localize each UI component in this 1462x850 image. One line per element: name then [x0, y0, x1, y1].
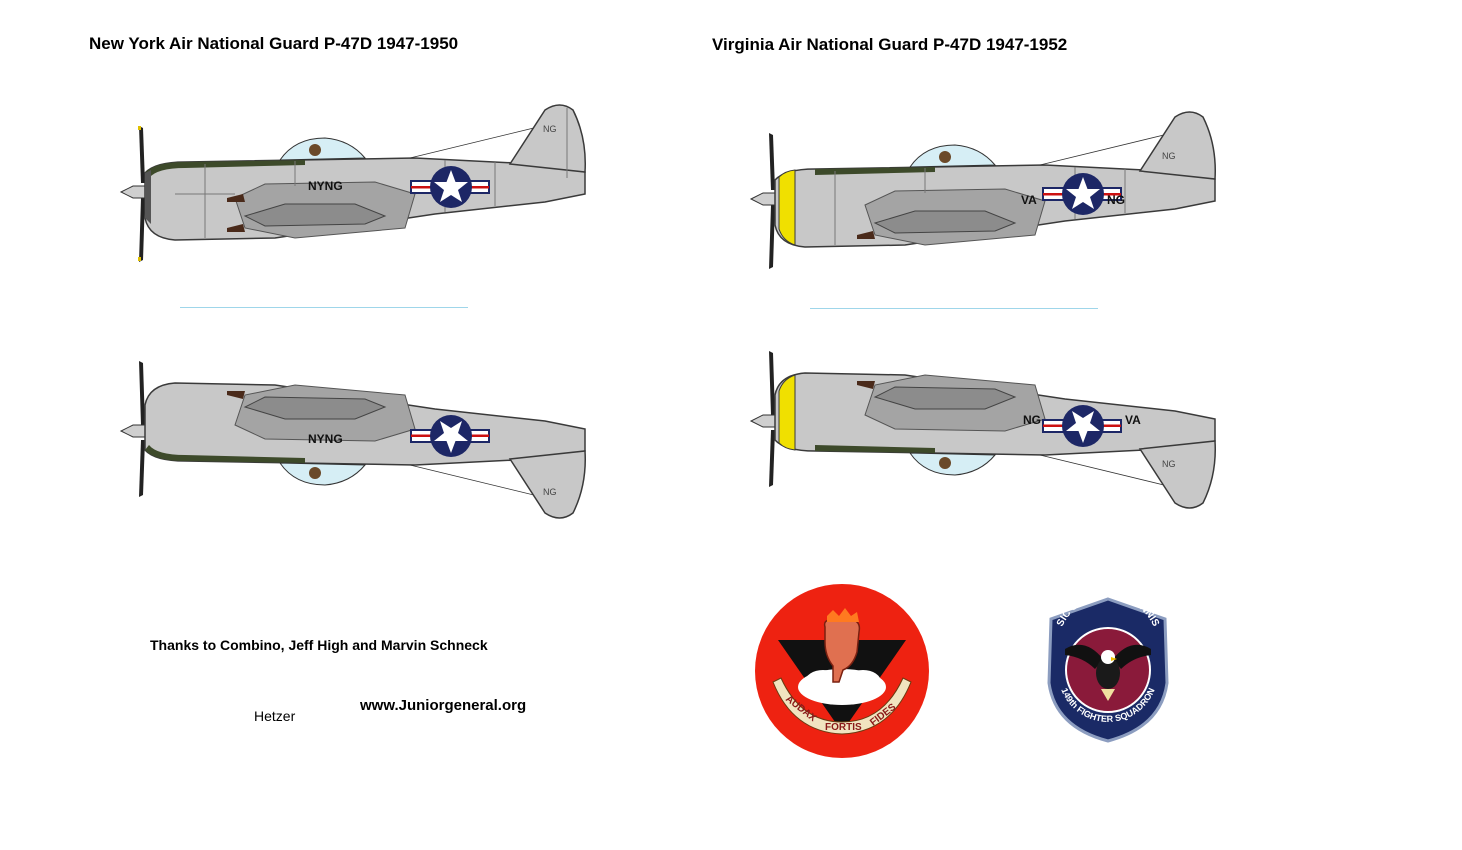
- author-text: Hetzer: [254, 708, 296, 724]
- ny-p47d-left-profile: NYNG NG: [119, 104, 586, 262]
- title-virginia: Virginia Air National Guard P-47D 1947-1…: [712, 35, 1068, 54]
- divider-left: [180, 307, 468, 308]
- fuselage-code-va: VA: [1021, 193, 1037, 207]
- tail-code-va-mirrored: NG: [1162, 459, 1176, 469]
- divider-right: [810, 308, 1098, 309]
- tail-fin: [508, 104, 586, 173]
- va-unit-patch: AUDAX FORTIS FIDES: [755, 584, 929, 758]
- fuselage-code-nyng-mirrored: NYNG: [308, 432, 343, 446]
- 149th-fighter-squadron-patch: SIC SEMPER TYRANNIS 149th FIGHTER SQUADR…: [1047, 597, 1169, 743]
- va-p47d-left-profile: VA NG NG: [749, 111, 1216, 269]
- fuselage-code-nyng: NYNG: [308, 179, 343, 193]
- ny-p47d-right-profile: NYNG NG: [119, 361, 586, 519]
- va-p47d-right-profile: NG VA NG: [749, 351, 1216, 509]
- fuselage-code-va-mirrored: VA: [1125, 413, 1141, 427]
- website-link[interactable]: www.Juniorgeneral.org: [360, 697, 527, 714]
- tail-code-mirrored: NG: [543, 487, 557, 497]
- fuselage-code-ng-mirrored: NG: [1023, 413, 1041, 427]
- eagle-icon: [1065, 644, 1151, 701]
- star-and-bar-roundel: [410, 166, 490, 208]
- canopy: [279, 137, 367, 161]
- thanks-text: Thanks to Combino, Jeff High and Marvin …: [150, 637, 488, 653]
- motto-word-2: FORTIS: [825, 722, 862, 733]
- title-new-york: New York Air National Guard P-47D 1947-1…: [89, 34, 459, 53]
- fuselage-code-ng: NG: [1107, 193, 1125, 207]
- propeller: [119, 126, 146, 262]
- tail-code-va: NG: [1162, 151, 1176, 161]
- tail-code: NG: [543, 124, 557, 134]
- yellow-cowl: [778, 169, 796, 246]
